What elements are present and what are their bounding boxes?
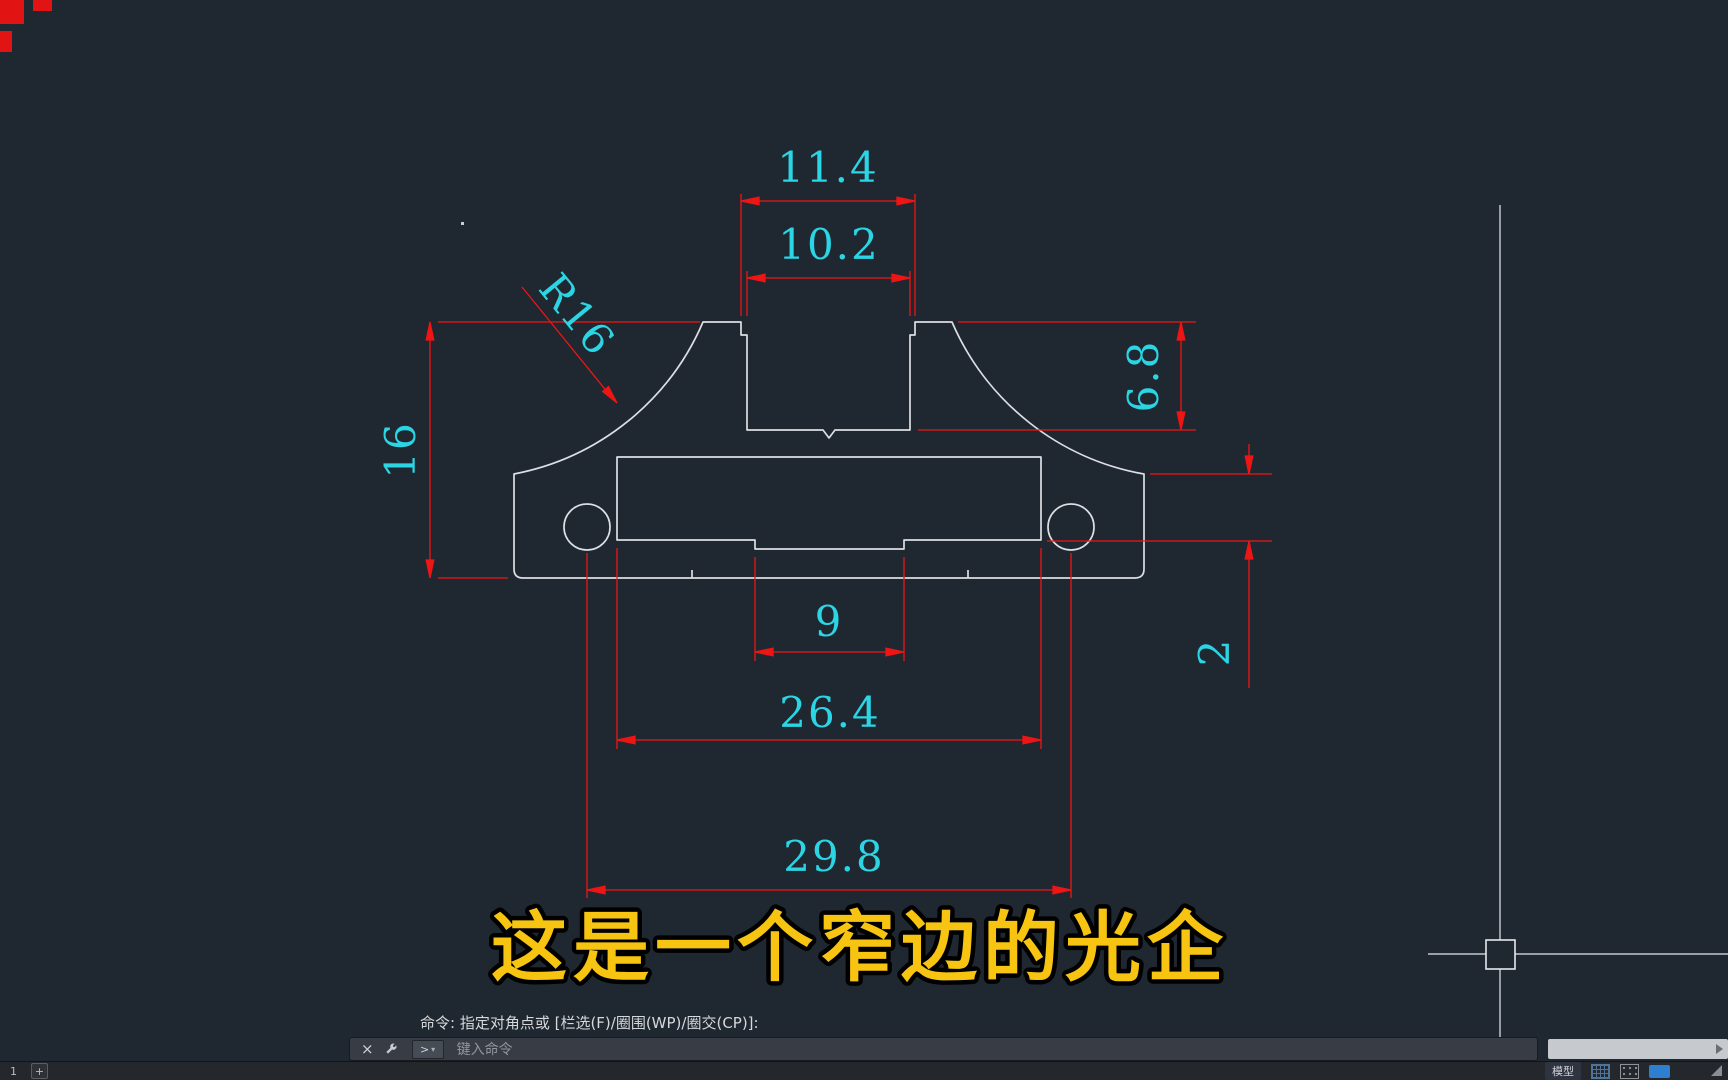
red-marker bbox=[0, 0, 24, 24]
dim-text-top-outer: 11.4 bbox=[777, 143, 879, 192]
red-marker bbox=[33, 0, 52, 11]
dim-text-step-right: 2 bbox=[1190, 638, 1239, 667]
status-bar: 1 + 模型 bbox=[0, 1061, 1728, 1080]
dim-text-notch-width: 9 bbox=[815, 597, 844, 646]
dim-text-height-left: 16 bbox=[376, 421, 425, 478]
subtitle: 这是一个窄边的光企 bbox=[491, 903, 1229, 992]
wrench-icon[interactable] bbox=[384, 1042, 398, 1056]
chevron-down-icon: ▾ bbox=[431, 1044, 436, 1054]
close-icon[interactable]: × bbox=[361, 1040, 374, 1058]
dimension-lines[interactable] bbox=[425, 194, 1272, 898]
grid-icon[interactable] bbox=[1591, 1063, 1610, 1079]
scroll-right-icon[interactable] bbox=[1716, 1044, 1723, 1054]
pickbox bbox=[1485, 939, 1516, 970]
crosshair-cursor bbox=[1428, 205, 1728, 1037]
dim-text-hole-span: 29.8 bbox=[783, 832, 885, 881]
add-layout-button[interactable]: + bbox=[31, 1063, 48, 1079]
prompt-icon: > bbox=[419, 1042, 430, 1056]
profile-outline[interactable] bbox=[513, 321, 1145, 579]
dim-text-top-inner: 10.2 bbox=[778, 220, 880, 269]
command-bar[interactable]: × >▾ 键入命令 bbox=[349, 1037, 1538, 1061]
dim-text-depth-right: 6.8 bbox=[1119, 340, 1168, 413]
model-space-button[interactable]: 模型 bbox=[1545, 1062, 1581, 1080]
dynamic-input-icon[interactable] bbox=[1649, 1064, 1670, 1078]
command-input[interactable]: 键入命令 bbox=[456, 1042, 513, 1058]
dim-text-radius: R16 bbox=[529, 264, 625, 365]
layout-tab[interactable]: 1 bbox=[10, 1064, 17, 1078]
snap-icon[interactable] bbox=[1620, 1063, 1639, 1079]
dim-text-slot-width: 26.4 bbox=[779, 688, 881, 737]
cursor-blip bbox=[461, 222, 464, 225]
command-history: 命令: 指定对角点或 [栏选(F)/圈围(WP)/圈交(CP)]: bbox=[420, 1014, 759, 1032]
horizontal-scrollbar[interactable] bbox=[1548, 1039, 1728, 1059]
recent-commands-button[interactable]: >▾ bbox=[411, 1039, 444, 1059]
red-marker bbox=[0, 31, 12, 52]
resize-grip-icon bbox=[1711, 1065, 1722, 1076]
dimension-texts: 11.4 10.2 R16 16 6.8 2 9 26.4 29.8 bbox=[376, 143, 1239, 881]
